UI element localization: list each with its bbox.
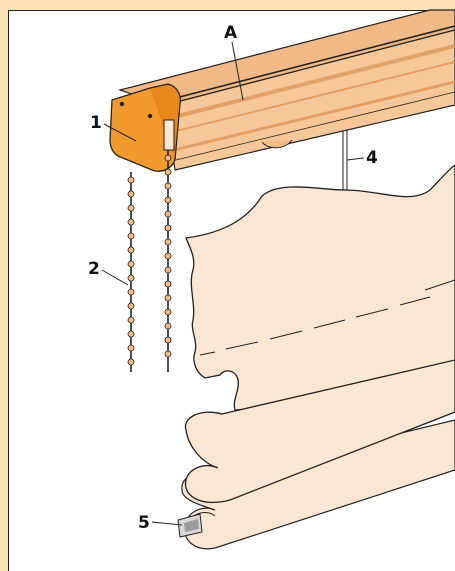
label-a: A — [224, 23, 238, 43]
bead-chain-right — [164, 150, 172, 372]
end-cap — [109, 83, 181, 172]
bead-chain-left — [127, 172, 135, 372]
label-5: 5 — [138, 513, 150, 533]
label-1: 1 — [90, 113, 102, 133]
label-2: 2 — [88, 259, 100, 279]
bottom-bar — [177, 513, 203, 538]
label-4: 4 — [366, 148, 378, 168]
leader-lines — [101, 41, 365, 526]
headrail — [117, 9, 455, 171]
fabric-main — [184, 164, 455, 504]
